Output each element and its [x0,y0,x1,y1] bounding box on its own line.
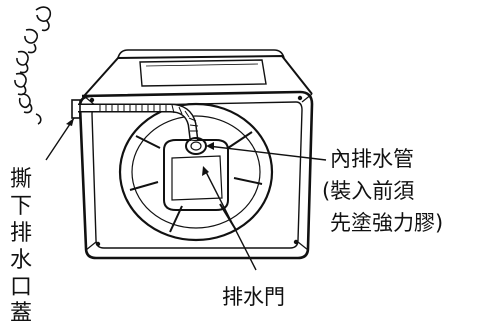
unit-body [78,49,314,260]
label-peel-cap-char: 水 [10,248,32,273]
label-inner-drain-pipe: 內排水管 [330,147,414,171]
label-peel-cap-char: 撕 [10,167,32,192]
arrow-inner-pipe [206,142,214,150]
label-drain-valve: 排水門 [222,285,285,309]
label-peel-cap-char: 下 [10,194,32,219]
label-peel-cap-char: 蓋 [10,301,32,324]
corner-screws [89,95,303,247]
label-peel-cap: 撕 下 排 水 口 蓋 [10,167,32,326]
arrow-heads [66,118,214,176]
drain-basin [118,102,274,242]
arrow-peel-cap [66,118,74,126]
label-apply-glue-line2: 先塗強力膠) [330,211,443,235]
peeled-cap-strip [14,6,52,125]
label-peel-cap-char: 口 [10,275,32,300]
label-peel-cap-char: 排 [10,221,32,246]
label-apply-glue-line1: (裝入前須 [322,179,414,203]
arrow-drain-valve [202,166,209,176]
